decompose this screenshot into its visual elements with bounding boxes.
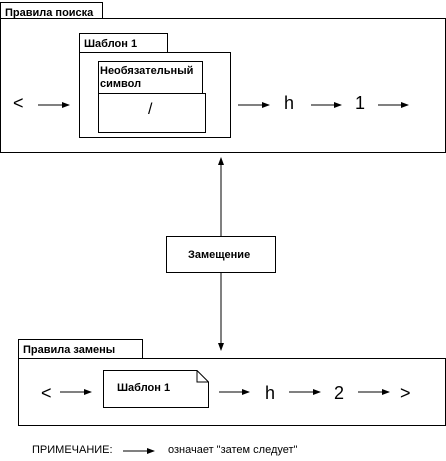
search-symbol-lt: < (13, 93, 24, 113)
template-ref-shape (103, 370, 209, 408)
note-label: ПРИМЕЧАНИЕ: (32, 444, 113, 456)
substitution-box (166, 236, 276, 273)
optional-symbol-label: Необязательный символ (100, 65, 194, 90)
optional-symbol-value: / (148, 101, 153, 118)
template-tab: Шаблон 1 (79, 33, 168, 53)
note-text: означает "затем следует" (168, 444, 298, 456)
replace-symbol-gt: > (400, 383, 411, 403)
template-ref-label: Шаблон 1 (117, 382, 171, 394)
replace-rules-tab: Правила замены (18, 339, 143, 359)
substitution-label: Замещение (188, 249, 251, 261)
search-rules-title: Правила поиска (5, 7, 94, 19)
replace-symbol-lt: < (41, 383, 52, 403)
replace-symbol-2: 2 (334, 383, 345, 403)
search-symbol-1: 1 (355, 93, 366, 113)
optional-symbol-inner (98, 93, 206, 133)
replace-symbol-h: h (265, 383, 276, 403)
search-rules-tab: Правила поиска (0, 2, 103, 19)
replace-rules-title: Правила замены (23, 344, 116, 356)
template-title: Шаблон 1 (84, 38, 138, 50)
search-symbol-h: h (284, 93, 295, 113)
